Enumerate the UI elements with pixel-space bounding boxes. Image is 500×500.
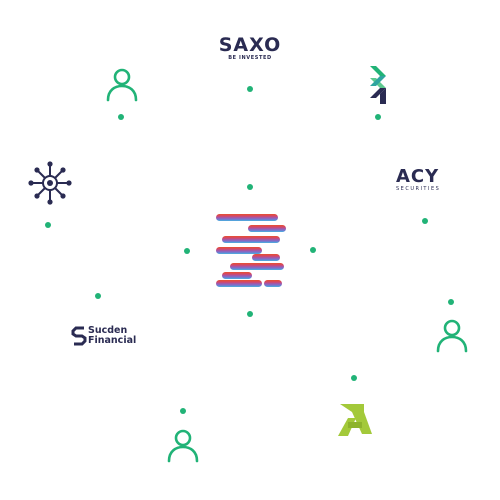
- sucden-logo-line2: Financial: [88, 335, 137, 346]
- sucden-financial-logo: Sucden Financial: [88, 326, 136, 346]
- gradient-stripes-logo-icon: [216, 214, 286, 287]
- connector-dot: [422, 218, 428, 224]
- connector-dot: [118, 114, 124, 120]
- connector-dot: [310, 247, 316, 253]
- sucden-s-icon: [71, 326, 87, 346]
- connector-dot: [448, 299, 454, 305]
- sucden-logo-line1: Sucden: [88, 325, 128, 336]
- connector-dot: [247, 184, 253, 190]
- saxo-logo: SAXO BE INVESTED: [212, 35, 288, 62]
- connector-dot: [184, 248, 190, 254]
- user-icon: [436, 319, 468, 353]
- user-icon: [106, 68, 138, 102]
- saxo-logo-name: SAXO: [218, 34, 282, 56]
- acy-logo-name: ACY: [396, 166, 440, 187]
- connector-dot: [180, 408, 186, 414]
- green-chevron-arrows-icon: [370, 66, 386, 104]
- connector-dot: [45, 222, 51, 228]
- saxo-logo-tagline: BE INVESTED: [228, 55, 272, 61]
- network-star-icon: [28, 161, 72, 205]
- acy-logo-tagline: SECURITIES: [396, 186, 441, 192]
- lime-angular-logo-icon: [338, 404, 372, 436]
- acy-securities-logo: ACY SECURITIES: [396, 168, 456, 193]
- connector-dot: [375, 114, 381, 120]
- connector-dot: [247, 311, 253, 317]
- user-icon: [167, 429, 199, 463]
- connector-dot: [351, 375, 357, 381]
- connector-dot: [95, 293, 101, 299]
- connector-dot: [247, 86, 253, 92]
